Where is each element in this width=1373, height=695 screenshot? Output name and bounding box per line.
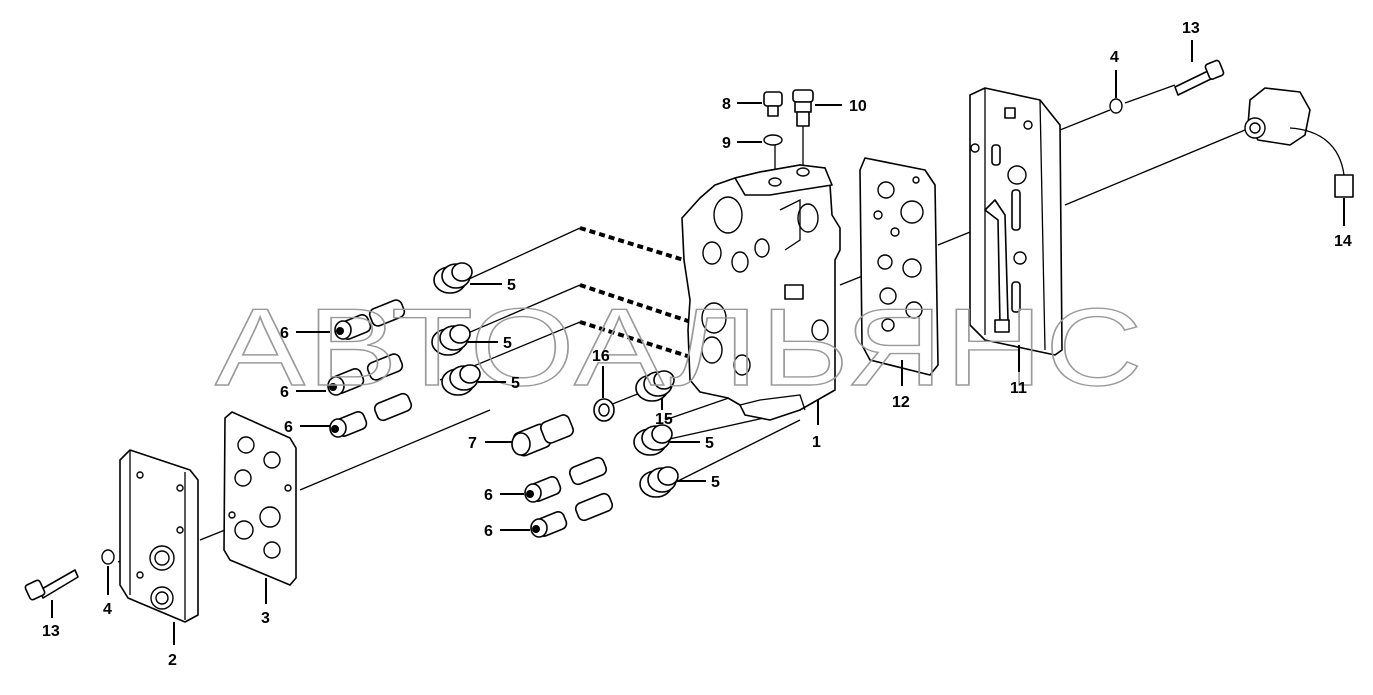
washer-9 [763, 134, 783, 146]
callout-9: 9 [722, 135, 731, 152]
spool-6-b [327, 353, 404, 396]
callout-12: 12 [892, 394, 910, 411]
spool-6-c [329, 392, 413, 438]
callout-1: 1 [812, 434, 821, 451]
callout-10: 10 [849, 98, 867, 115]
cover-plate-11 [969, 87, 1063, 356]
spool-6-e [530, 492, 614, 538]
callout-13-top: 13 [1182, 20, 1200, 37]
callout-5-b: 5 [503, 335, 512, 352]
callout-15: 15 [655, 411, 673, 428]
spool-6-d [524, 456, 608, 503]
plug-8 [763, 91, 783, 117]
callout-7: 7 [468, 435, 477, 452]
callout-5-c: 5 [511, 375, 520, 392]
spring-5-a [433, 262, 473, 294]
gasket-3 [223, 411, 297, 586]
callout-5-d: 5 [705, 435, 714, 452]
valve-body [681, 164, 841, 421]
callout-11: 11 [1010, 380, 1027, 397]
spring-5-e [639, 466, 679, 498]
spring-5-d [633, 424, 673, 456]
spring-15 [635, 370, 675, 402]
callout-5-e: 5 [711, 474, 720, 491]
watermark: АВТОАЛЬЯНС [215, 286, 1145, 409]
callout-5-a: 5 [507, 277, 516, 294]
callout-16: 16 [592, 348, 610, 365]
fitting-10 [792, 89, 814, 127]
callout-6-d: 6 [484, 487, 493, 504]
washer-4-bottom [101, 549, 115, 565]
callout-3: 3 [261, 610, 270, 627]
washer-4-top [1109, 98, 1123, 114]
spring-5-b [431, 324, 471, 356]
cover-2 [119, 449, 199, 623]
callout-6-c: 6 [284, 419, 293, 436]
callout-14: 14 [1334, 233, 1352, 250]
callout-13-bottom: 13 [42, 623, 60, 640]
spool-6-a [334, 299, 406, 340]
spring-5-c [441, 364, 481, 396]
bolt-13-top [1174, 59, 1225, 96]
callout-6-e: 6 [484, 523, 493, 540]
leader-lines [51, 40, 1345, 645]
callout-4-bottom: 4 [103, 601, 112, 618]
piston-7 [511, 414, 575, 457]
plug-16 [593, 398, 615, 422]
callout-labels: 1 2 3 4 4 5 5 5 5 5 6 6 6 6 6 7 8 9 10 1… [42, 20, 1352, 669]
bolt-13-bottom [24, 569, 79, 601]
callout-6-b: 6 [280, 384, 289, 401]
callout-2: 2 [168, 652, 177, 669]
gasket-12 [859, 157, 939, 376]
sensor-14 [1244, 87, 1354, 198]
callout-6-a: 6 [280, 325, 289, 342]
callout-8: 8 [722, 96, 731, 113]
callout-4-top: 4 [1110, 49, 1119, 66]
